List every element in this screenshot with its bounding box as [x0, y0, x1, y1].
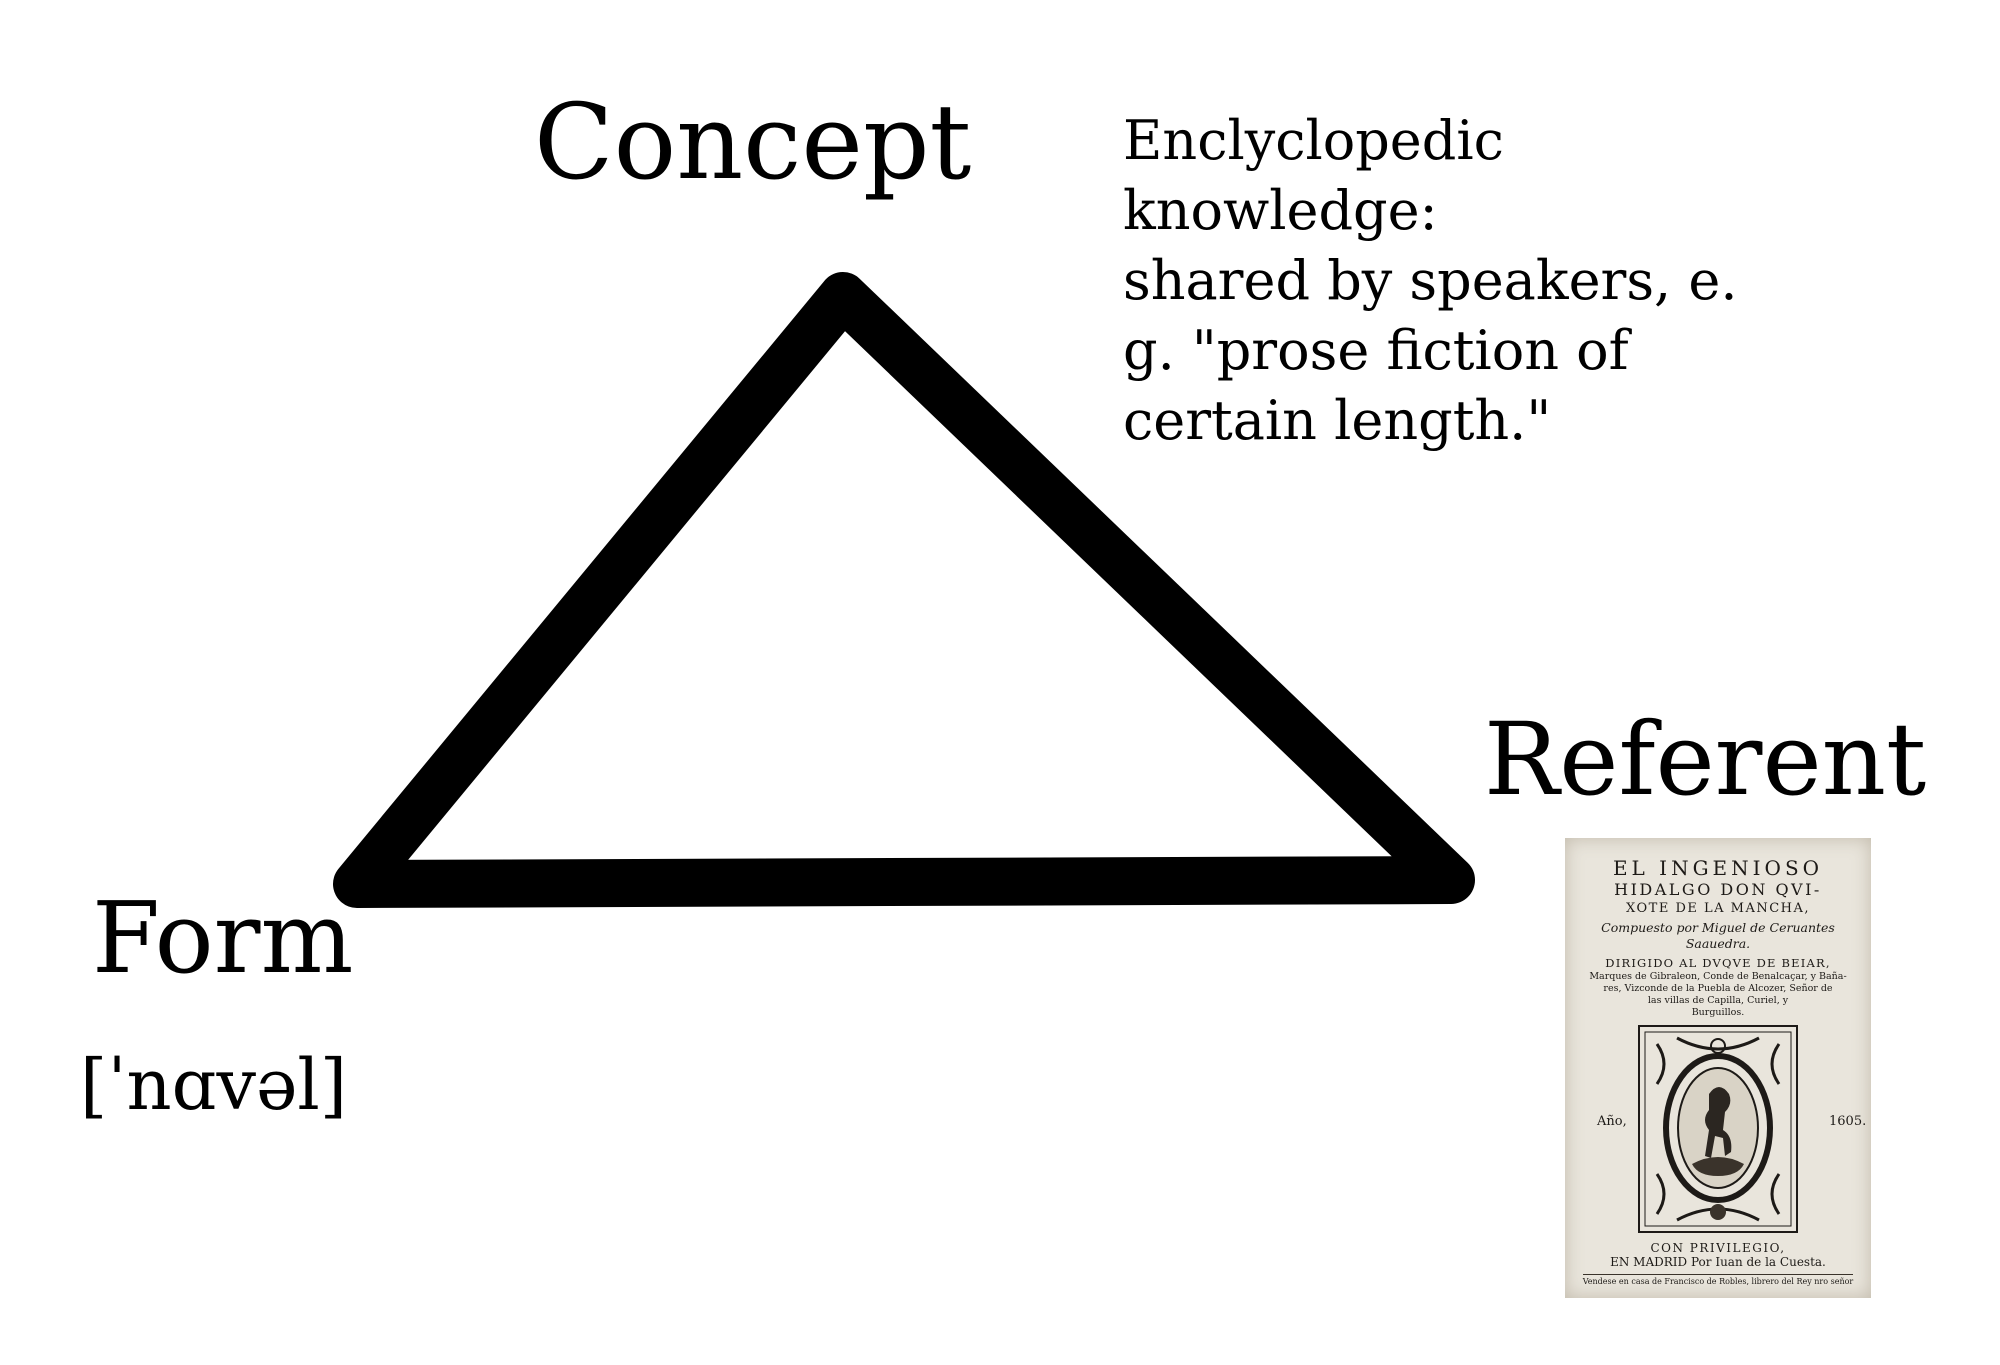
book-title-line: HIDALGO DON QVI-: [1614, 880, 1822, 899]
book-author-line: Saauedra.: [1685, 936, 1751, 951]
triangle-outline: [333, 272, 1475, 908]
book-rule-divider: [1583, 1274, 1853, 1275]
book-privilege-line: CON PRIVILEGIO,: [1650, 1241, 1786, 1255]
book-year-label: Año,: [1597, 1114, 1627, 1129]
book-dedication-line: DIRIGIDO AL DVQVE DE BEIAR,: [1605, 956, 1831, 970]
printer-emblem-icon: [1638, 1025, 1798, 1233]
book-author-line: Compuesto por Miguel de Ceruantes: [1601, 920, 1835, 935]
note-line: Enclyclopedic: [1123, 109, 1504, 172]
note-line: shared by speakers, e.: [1123, 249, 1738, 312]
concept-label: Concept: [534, 81, 972, 203]
encyclopedic-knowledge-note: Enclyclopedic knowledge: shared by speak…: [1123, 106, 1743, 456]
form-label: Form: [92, 882, 354, 996]
note-line: certain length.": [1123, 389, 1552, 452]
book-seller-line: Vendese en casa de Francisco de Robles, …: [1582, 1277, 1854, 1286]
book-dedication-line: las villas de Capilla, Curiel, y: [1647, 995, 1789, 1006]
don-quixote-title-page: EL INGENIOSO HIDALGO DON QVI- XOTE DE LA…: [1565, 838, 1871, 1298]
book-imprint-line: EN MADRID Por Iuan de la Cuesta.: [1610, 1255, 1826, 1269]
book-year-value: 1605.: [1829, 1114, 1867, 1129]
referent-label: Referent: [1484, 701, 1927, 818]
book-title-line: XOTE DE LA MANCHA,: [1625, 901, 1811, 916]
book-title-line: EL INGENIOSO: [1612, 856, 1824, 880]
note-line: knowledge:: [1123, 179, 1438, 242]
book-dedication-line: Marques de Gibraleon, Conde de Benalcaça…: [1589, 971, 1847, 982]
book-dedication-line: Burguillos.: [1691, 1007, 1745, 1018]
note-line: g. "prose fiction of: [1123, 319, 1629, 382]
book-dedication-line: res, Vizconde de la Puebla de Alcozer, S…: [1603, 983, 1833, 994]
form-ipa-transcription: [ˈnɑvəl]: [80, 1044, 348, 1126]
